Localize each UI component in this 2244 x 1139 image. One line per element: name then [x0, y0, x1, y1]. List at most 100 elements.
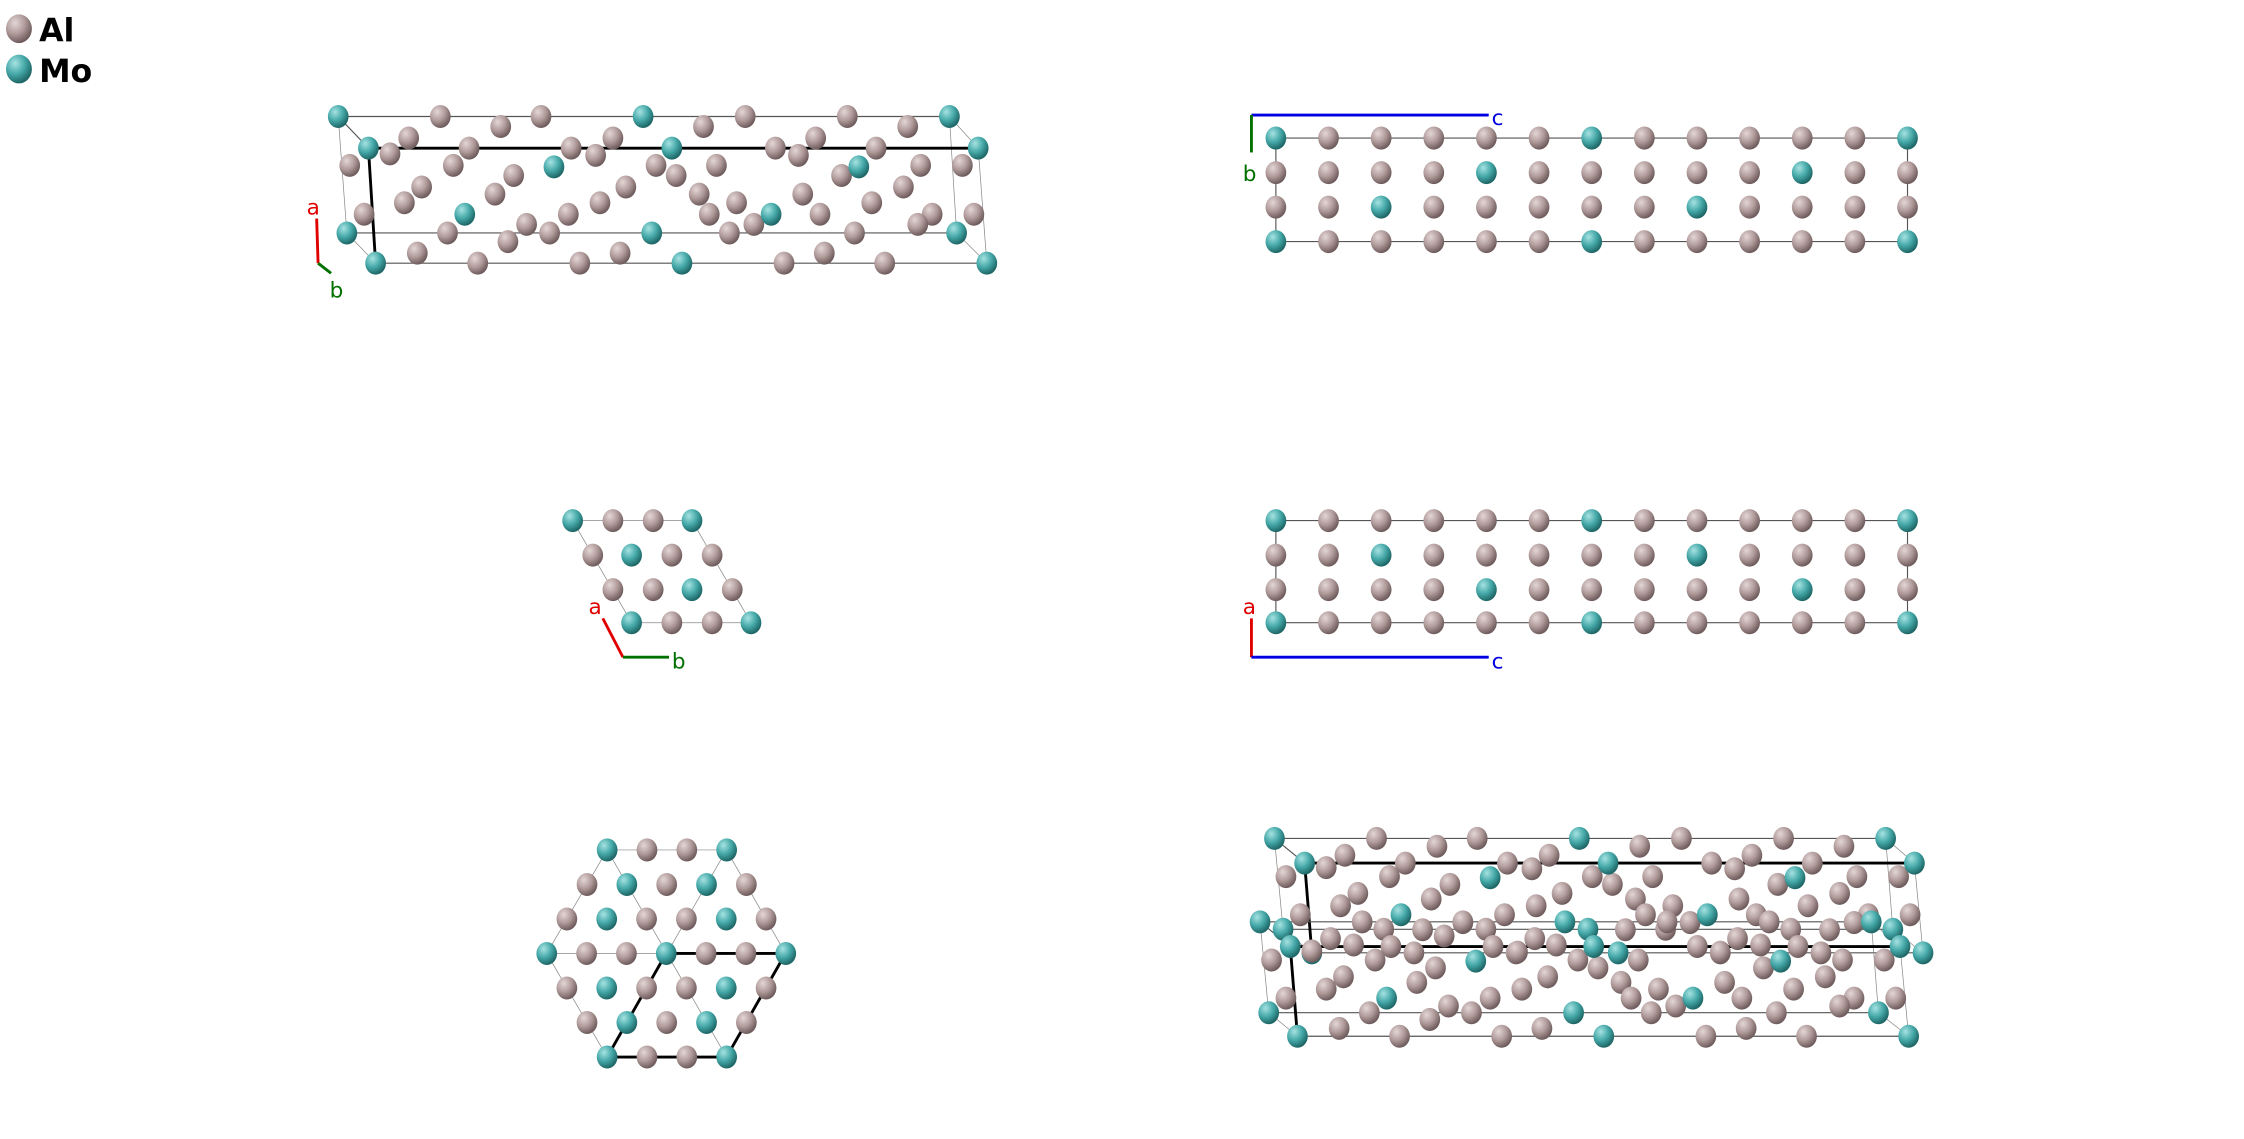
unit-cell-edge: [572, 520, 632, 623]
axis-a-middle-left: [601, 617, 625, 658]
mo-atom: [1265, 230, 1287, 254]
axis-b-top-left: [317, 262, 332, 275]
al-atom: [1739, 161, 1760, 185]
al-atom: [1897, 543, 1918, 567]
al-atom: [1885, 986, 1907, 1010]
al-atom: [1801, 851, 1823, 875]
al-atom: [1791, 195, 1813, 219]
al-atom: [765, 136, 786, 160]
al-atom: [1739, 578, 1760, 602]
al-atom: [642, 509, 664, 533]
al-atom: [1531, 1016, 1553, 1040]
mo-atom: [1465, 949, 1487, 973]
al-atom: [861, 191, 883, 215]
al-atom: [1318, 195, 1339, 219]
al-atom: [1686, 509, 1708, 533]
al-atom: [1406, 970, 1428, 994]
al-atom: [1494, 903, 1515, 927]
al-atom: [1844, 195, 1866, 219]
al-atom: [907, 212, 929, 236]
al-atom: [1537, 965, 1559, 989]
al-atom: [661, 611, 683, 635]
al-atom: [1452, 910, 1474, 934]
al-atom: [1419, 1007, 1441, 1031]
al-atom: [1581, 578, 1603, 602]
al-atom: [497, 230, 519, 254]
al-atom: [1479, 986, 1501, 1010]
al-atom: [1633, 126, 1655, 150]
al-atom: [1521, 857, 1543, 881]
al-atom: [721, 578, 743, 602]
al-atom: [576, 872, 598, 896]
mo-atom: [365, 251, 386, 275]
al-atom: [1475, 917, 1497, 941]
al-atom: [736, 1011, 757, 1035]
al-atom: [1423, 126, 1445, 150]
unit-cell-edge: [1914, 863, 1924, 953]
al-atom: [1420, 887, 1442, 911]
al-atom: [1873, 948, 1895, 972]
mo-atom: [596, 976, 618, 1000]
mo-atom: [1889, 935, 1911, 959]
al-atom: [484, 182, 506, 206]
al-atom: [1791, 543, 1813, 567]
al-atom: [636, 976, 657, 1000]
mo-atom: [946, 221, 967, 245]
mo-atom: [760, 202, 782, 226]
al-atom: [1602, 872, 1623, 896]
al-atom: [688, 182, 710, 206]
mo-atom: [1784, 866, 1806, 890]
al-atom: [576, 941, 597, 965]
al-atom: [693, 115, 714, 139]
al-atom: [1366, 826, 1387, 850]
al-atom: [1466, 826, 1488, 850]
mo-atom: [696, 872, 717, 896]
unit-cell-edge: [691, 520, 752, 623]
al-atom: [1320, 927, 1341, 951]
al-atom: [1614, 918, 1636, 942]
mo-atom: [1264, 826, 1285, 850]
mo-atom: [1897, 126, 1918, 150]
mo-atom: [1897, 611, 1918, 635]
mo-atom: [1563, 1001, 1584, 1025]
al-atom: [1648, 977, 1669, 1001]
al-atom: [1695, 1024, 1717, 1048]
mo-atom: [1593, 1024, 1615, 1048]
mo-atom: [1265, 509, 1287, 533]
al-atom: [442, 153, 464, 177]
al-atom: [1524, 927, 1546, 951]
al-atom: [602, 509, 624, 533]
axis-label-a: a: [1243, 595, 1256, 620]
al-atom: [1581, 865, 1603, 889]
al-atom: [1275, 865, 1297, 889]
al-atom: [569, 251, 591, 275]
mo-atom: [1581, 611, 1603, 635]
al-atom: [836, 104, 858, 128]
al-atom: [1507, 940, 1528, 964]
al-atom: [1783, 977, 1804, 1001]
al-atom: [1370, 126, 1392, 150]
al-atom: [1528, 509, 1550, 533]
mo-atom: [621, 611, 642, 635]
al-atom: [582, 543, 604, 567]
al-atom: [557, 202, 579, 226]
al-atom: [1810, 941, 1832, 965]
al-atom: [379, 142, 401, 166]
al-atom: [1620, 986, 1642, 1010]
mo-atom: [715, 976, 737, 1000]
al-atom: [616, 941, 637, 965]
al-atom: [1633, 509, 1655, 533]
al-atom: [792, 182, 814, 206]
al-atom: [1426, 834, 1448, 858]
al-atom: [1476, 611, 1497, 635]
mo-atom: [1686, 543, 1708, 567]
al-atom: [1728, 887, 1750, 911]
al-atom: [1796, 1024, 1817, 1048]
al-atom: [437, 221, 458, 245]
mo-atom: [1479, 866, 1501, 890]
al-atom: [1528, 230, 1550, 254]
al-atom: [1425, 956, 1446, 980]
mo-atom: [1860, 910, 1882, 934]
al-atom: [1476, 126, 1497, 150]
